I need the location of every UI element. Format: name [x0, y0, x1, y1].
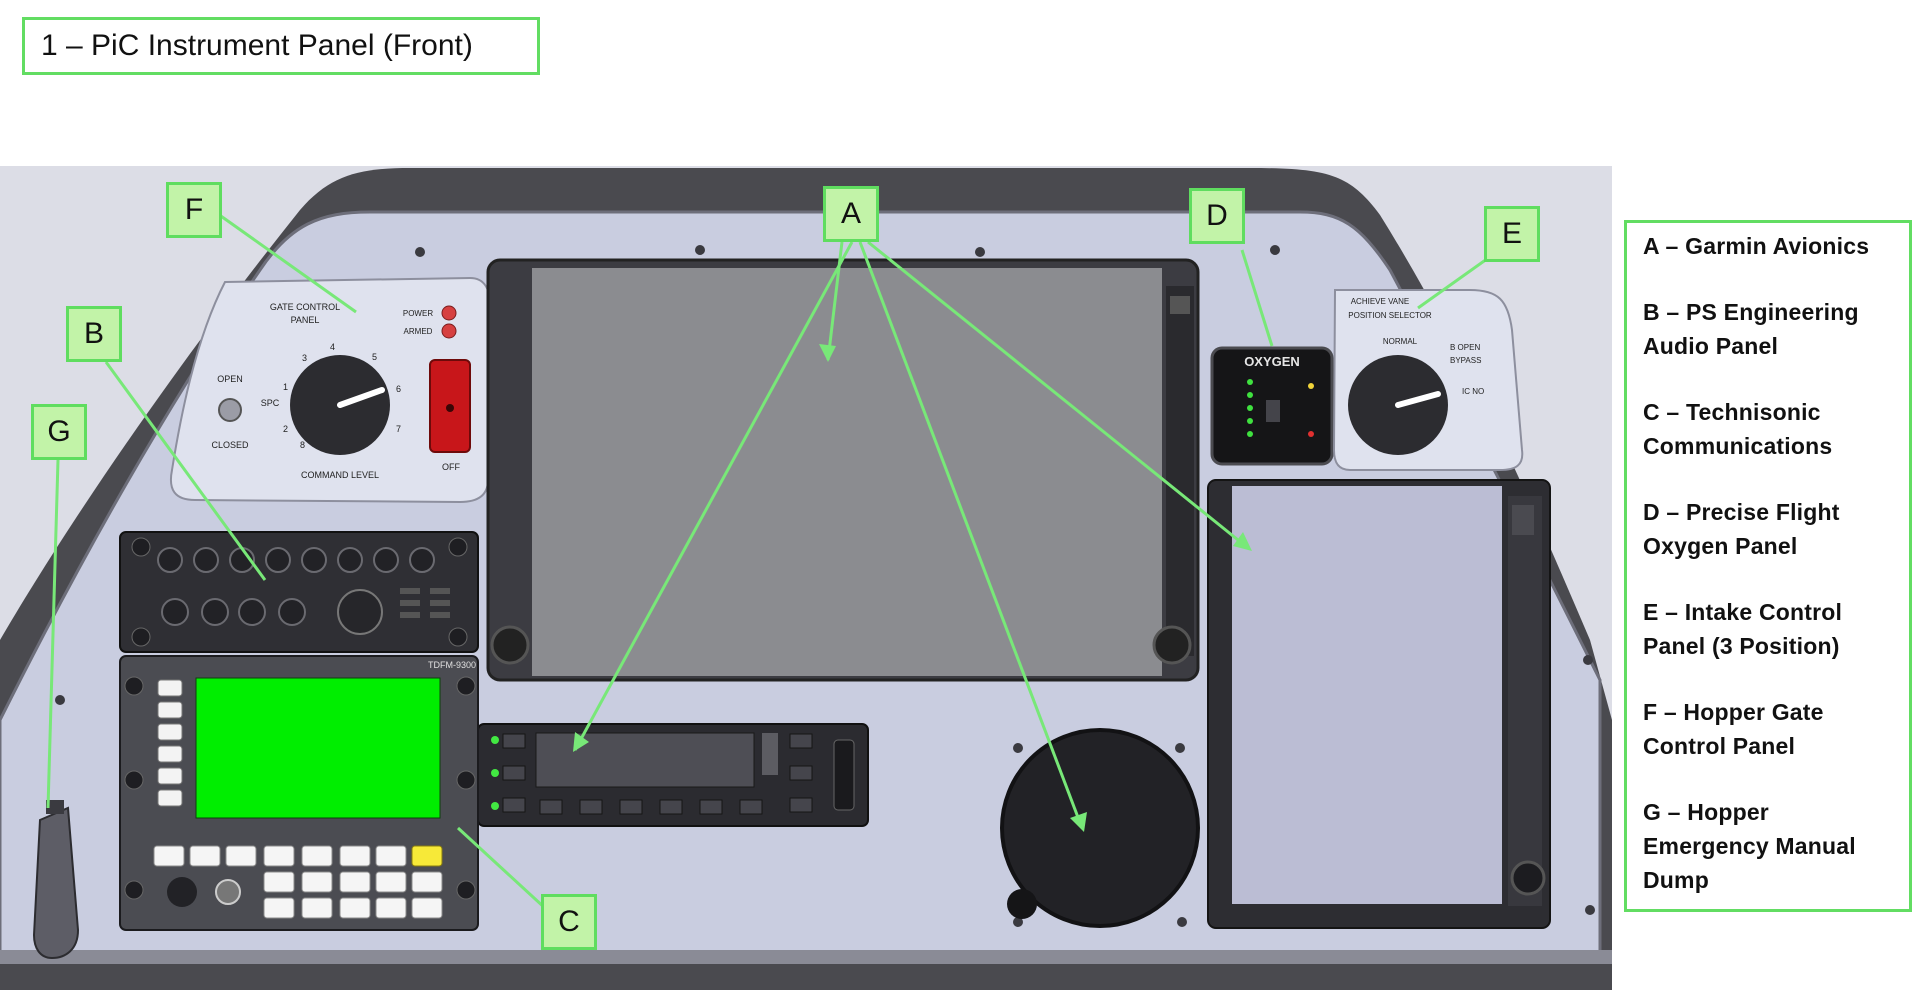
hopper-armed-light [441, 323, 457, 339]
callout-b: B [66, 306, 122, 362]
emergency-dump-handle [32, 800, 80, 960]
hopper-off-label: OFF [442, 462, 460, 472]
legend-item-f: F – Hopper Gate Control Panel [1643, 699, 1824, 759]
garmin-display-screen[interactable] [532, 268, 1162, 676]
secondary-display-knob[interactable] [1510, 860, 1546, 896]
comm-volume-knob[interactable] [167, 877, 197, 907]
legend-item-e: E – Intake Control Panel (3 Position) [1643, 599, 1843, 659]
oxygen-warning-led [1308, 383, 1314, 389]
garmin-left-knob[interactable] [490, 625, 530, 665]
svg-text:4: 4 [330, 342, 335, 352]
oxygen-alarm-led [1308, 431, 1314, 437]
standby-knob[interactable] [1007, 889, 1037, 919]
svg-text:2: 2 [283, 424, 288, 434]
hopper-panel-title-2: PANEL [291, 315, 320, 325]
oxygen-selector[interactable] [1266, 400, 1280, 422]
hopper-power-light [441, 305, 457, 321]
intake-icno-label: IC NO [1462, 387, 1484, 396]
hopper-knob-pointer [337, 387, 385, 408]
intake-bypass-label-1: B OPEN [1450, 343, 1480, 352]
intake-control-panel: ACHIEVE VANE POSITION SELECTOR NORMAL B … [1332, 289, 1524, 471]
hopper-command-level-label: COMMAND LEVEL [301, 470, 379, 480]
callout-a: A [823, 186, 879, 242]
svg-text:1: 1 [283, 382, 288, 392]
oxygen-level-leds [1247, 379, 1253, 437]
callout-leader-lines [46, 212, 1509, 922]
hopper-open-label: OPEN [217, 374, 243, 384]
comm-keypad [153, 845, 443, 919]
svg-text:7: 7 [396, 424, 401, 434]
legend-item-g: G – Hopper Emergency Manual Dump [1643, 799, 1856, 893]
callout-e: E [1484, 206, 1540, 262]
hopper-armed-label: ARMED [404, 327, 433, 336]
callout-f: F [166, 182, 222, 238]
hopper-panel-title-1: GATE CONTROL [270, 302, 340, 312]
legend-item-a: A – Garmin Avionics [1643, 233, 1870, 259]
legend-item-c: C – Technisonic Communications [1643, 399, 1833, 459]
garmin-radio-leds [491, 736, 499, 810]
comm-yellow-key [411, 845, 443, 867]
leader-arrowheads [573, 344, 1252, 832]
oxygen-panel-title: OXYGEN [1244, 354, 1300, 369]
garmin-standby-instrument [1000, 728, 1200, 928]
intake-knob-pointer [1395, 391, 1441, 408]
svg-text:5: 5 [372, 352, 377, 362]
comm-display-screen [195, 677, 441, 819]
comm-squelch-knob[interactable] [215, 879, 241, 905]
callout-c: C [541, 894, 597, 950]
intake-bypass-label-2: BYPASS [1450, 356, 1481, 365]
audio-panel-selector[interactable] [337, 589, 383, 635]
callout-d: D [1189, 188, 1245, 244]
garmin-radio-screen [535, 732, 755, 788]
oxygen-panel: OXYGEN [1210, 346, 1334, 466]
diagram-title: 1 – PiC Instrument Panel (Front) [22, 17, 540, 75]
secondary-display-screen[interactable] [1232, 486, 1502, 904]
intake-title-1: ACHIEVE VANE [1351, 297, 1410, 306]
callout-g: G [31, 404, 87, 460]
garmin-radio-unit [477, 723, 869, 827]
audio-panel [119, 531, 479, 653]
intake-normal-label: NORMAL [1383, 337, 1418, 346]
hopper-closed-label: CLOSED [211, 440, 249, 450]
intake-title-2: POSITION SELECTOR [1348, 311, 1432, 320]
svg-text:8: 8 [300, 440, 305, 450]
hopper-spc-label: SPC [261, 398, 280, 408]
legend-item-b: B – PS Engineering Audio Panel [1643, 299, 1859, 359]
hopper-gate-control-panel: GATE CONTROL PANEL OPEN CLOSED SPC 1 2 3… [170, 276, 492, 504]
legend-box: A – Garmin Avionics B – PS Engineering A… [1624, 220, 1912, 912]
legend-item-d: D – Precise Flight Oxygen Panel [1643, 499, 1840, 559]
hopper-toggle-switch[interactable] [218, 398, 242, 422]
panel-bottom-edge [0, 950, 1612, 964]
svg-text:3: 3 [302, 353, 307, 363]
comm-model-label: TDFM-9300 [428, 660, 476, 670]
garmin-right-knob[interactable] [1152, 625, 1192, 665]
panel-screws [55, 245, 1595, 927]
svg-text:6: 6 [396, 384, 401, 394]
garmin-radio-volume-slider[interactable] [833, 739, 855, 811]
technisonic-comm-unit: TDFM-9300 [119, 655, 479, 931]
comm-side-keys [157, 679, 183, 807]
hopper-power-label: POWER [403, 309, 433, 318]
garmin-secondary-display [1207, 479, 1551, 929]
hopper-dial-marks: 1 2 3 4 5 6 7 8 [283, 342, 401, 450]
garmin-primary-display [486, 258, 1200, 682]
